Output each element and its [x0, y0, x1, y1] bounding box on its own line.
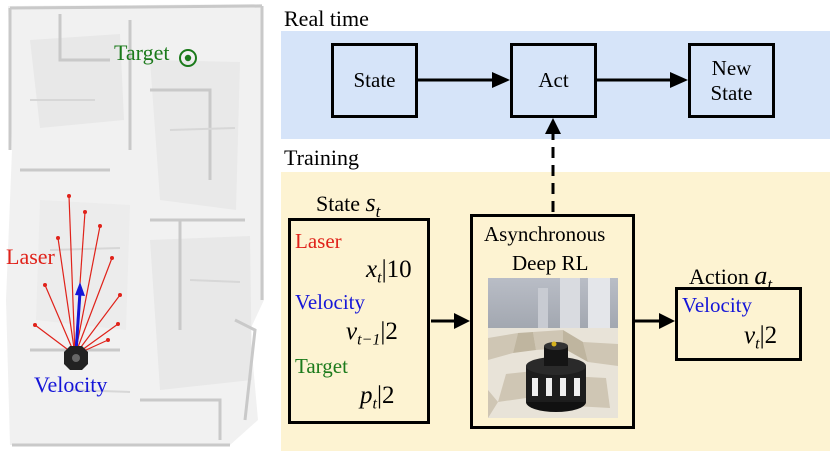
state-input-box: [288, 218, 430, 424]
laser-dim: |10: [381, 256, 412, 283]
action-header-word: Action: [689, 264, 749, 289]
rl-line1: Asynchronous: [484, 222, 606, 246]
action-box-header: Action at: [689, 261, 772, 295]
action-velocity-sub: t: [755, 335, 760, 353]
new-state-box: New State: [688, 43, 775, 118]
laser-sub: t: [377, 269, 382, 287]
velocity-var: v: [346, 318, 358, 345]
state-target-expr: pt|2: [360, 382, 394, 414]
laser-var: x: [366, 256, 378, 283]
state-box-label: State: [353, 68, 396, 92]
act-box: Act: [510, 43, 597, 118]
state-laser-label: Laser: [295, 229, 342, 253]
action-velocity-dim: |2: [759, 322, 778, 349]
new-state-line1: New: [711, 55, 752, 80]
state-target-label: Target: [295, 354, 348, 378]
action-header-symbol: a: [754, 261, 768, 290]
action-velocity-expr: vt|2: [744, 322, 777, 354]
map-laser-label: Laser: [6, 244, 55, 269]
rl-line2: Deep RL: [512, 251, 589, 275]
robot-simulation-image: [488, 278, 618, 418]
state-header-sub: t: [375, 201, 381, 221]
action-output-box: [675, 287, 802, 361]
new-state-line2: State: [710, 80, 753, 105]
target-dim: |2: [376, 382, 395, 409]
map-drawing: [0, 0, 268, 451]
map-target-label: Target: [114, 40, 170, 65]
action-header-sub: t: [767, 274, 773, 294]
act-box-label: Act: [538, 68, 569, 92]
action-velocity-label: Velocity: [682, 293, 752, 317]
state-velocity-expr: vt−1|2: [346, 318, 398, 350]
velocity-sub: t−1: [357, 331, 381, 349]
state-laser-expr: xt|10: [366, 256, 412, 288]
realtime-title: Real time: [284, 6, 369, 31]
state-header-word: State: [316, 191, 360, 216]
map-velocity-label: Velocity: [34, 372, 108, 397]
target-var: p: [360, 382, 373, 409]
state-velocity-label: Velocity: [295, 290, 365, 314]
velocity-dim: |2: [380, 318, 398, 345]
training-title: Training: [284, 145, 359, 170]
state-box-header: State st: [316, 188, 380, 222]
state-header-symbol: s: [365, 188, 376, 217]
state-box: State: [331, 43, 418, 118]
action-velocity-var: v: [744, 322, 756, 349]
occupancy-map: Target Laser Velocity: [0, 0, 268, 451]
rl-box: [470, 214, 635, 429]
target-sub: t: [372, 395, 377, 413]
